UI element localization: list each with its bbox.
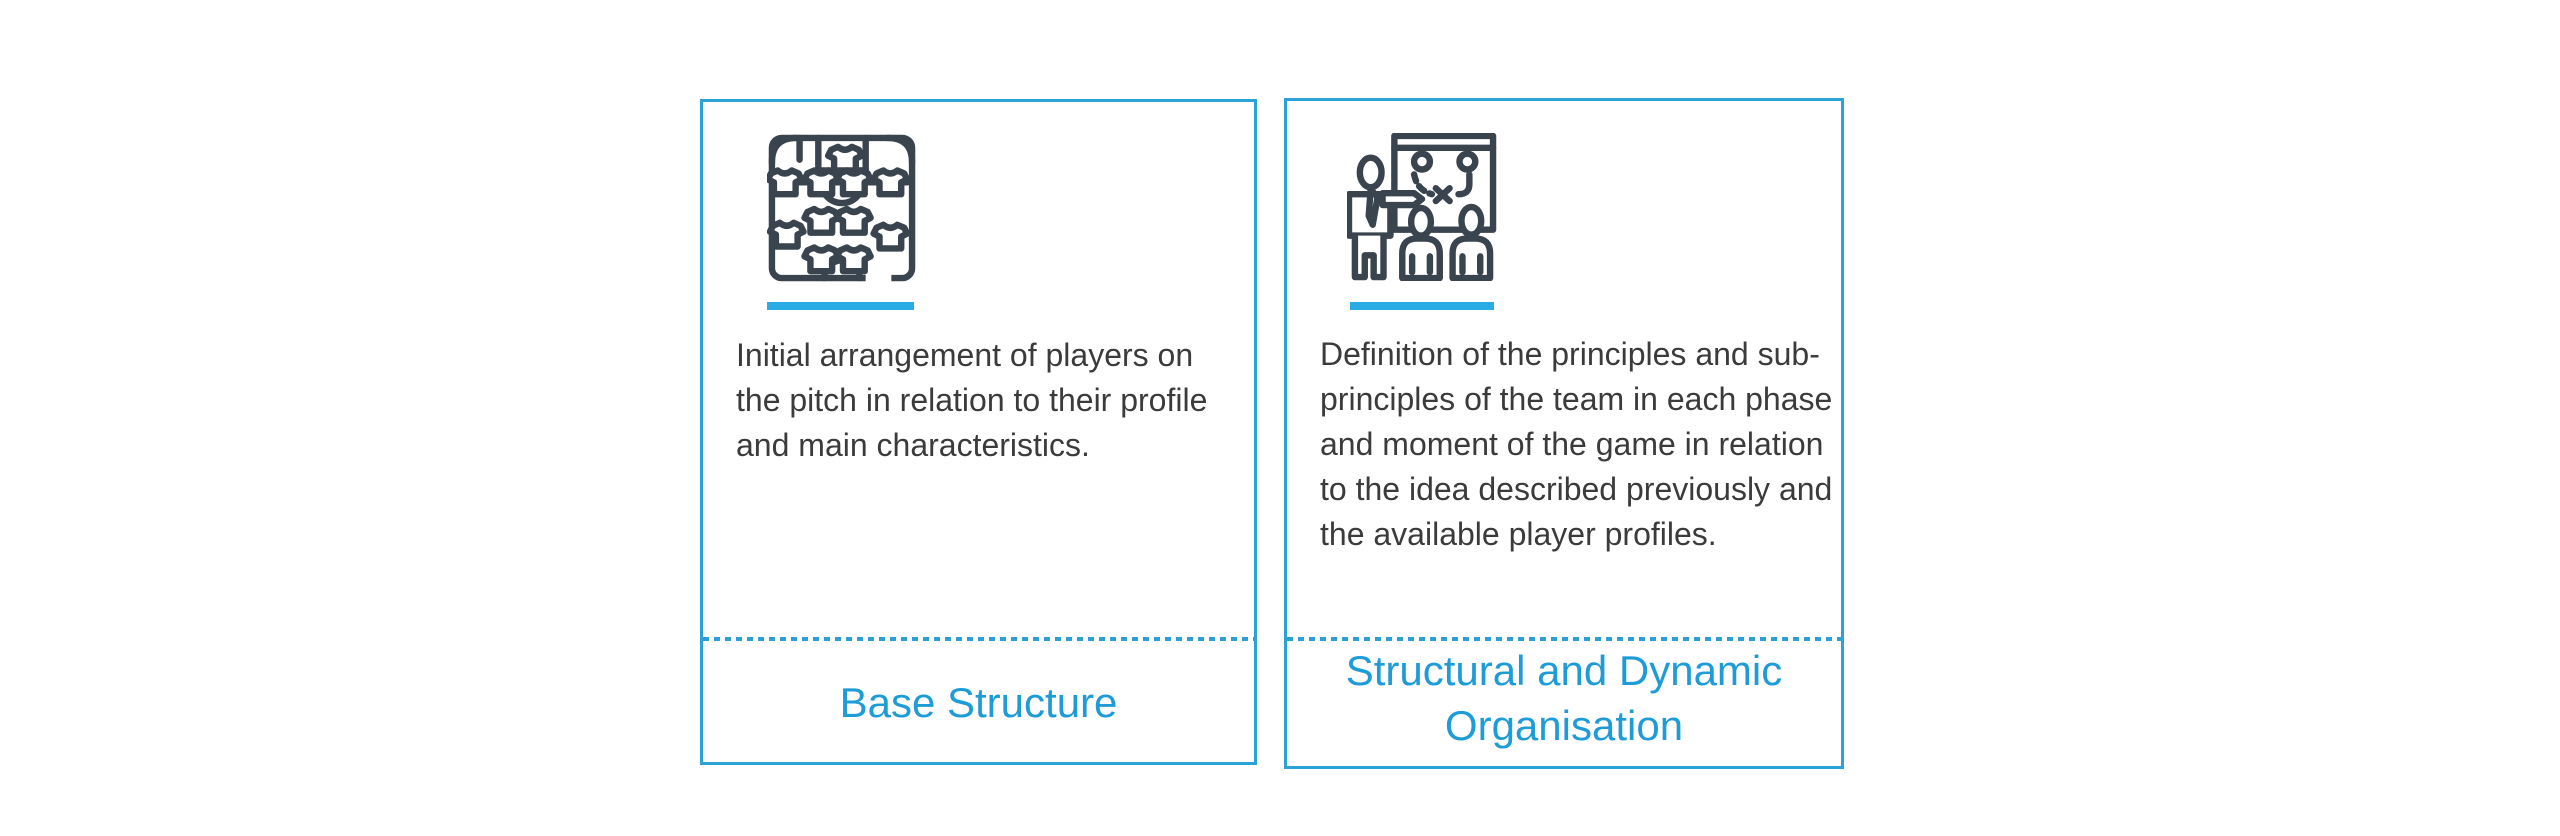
card-structural-dynamic-organisation: Definition of the principles and sub- pr… [1284, 98, 1844, 769]
formation-board-icon [767, 134, 916, 283]
card-description-line: to the idea described previously and [1320, 471, 1833, 507]
card-base-structure: Initial arrangement of players on the pi… [700, 99, 1257, 765]
dotted-divider [1287, 637, 1841, 641]
accent-underline [1350, 302, 1494, 310]
card-description: Definition of the principles and sub- pr… [1320, 332, 1833, 557]
card-description-line: Initial arrangement of players on [736, 337, 1194, 373]
card-title: Base Structure [839, 679, 1118, 726]
card-description-line: the pitch in relation to their profile [736, 382, 1208, 418]
coach-tactics-presentation-icon [1347, 133, 1497, 281]
card-title-line: Organisation [1444, 702, 1684, 749]
accent-underline [767, 302, 914, 310]
card-description-line: and moment of the game in relation [1320, 426, 1824, 462]
card-title-line: Structural and Dynamic [1345, 647, 1783, 694]
card-description-line: principles of the team in each phase [1320, 381, 1833, 417]
card-description-line: Definition of the principles and sub- [1320, 336, 1820, 372]
card-title: Structural and Dynamic Organisation [1287, 643, 1841, 753]
card-description-line: and main characteristics. [736, 427, 1090, 463]
card-description: Initial arrangement of players on the pi… [736, 333, 1234, 468]
card-description-line: the available player profiles. [1320, 516, 1717, 552]
dotted-divider [703, 637, 1254, 641]
